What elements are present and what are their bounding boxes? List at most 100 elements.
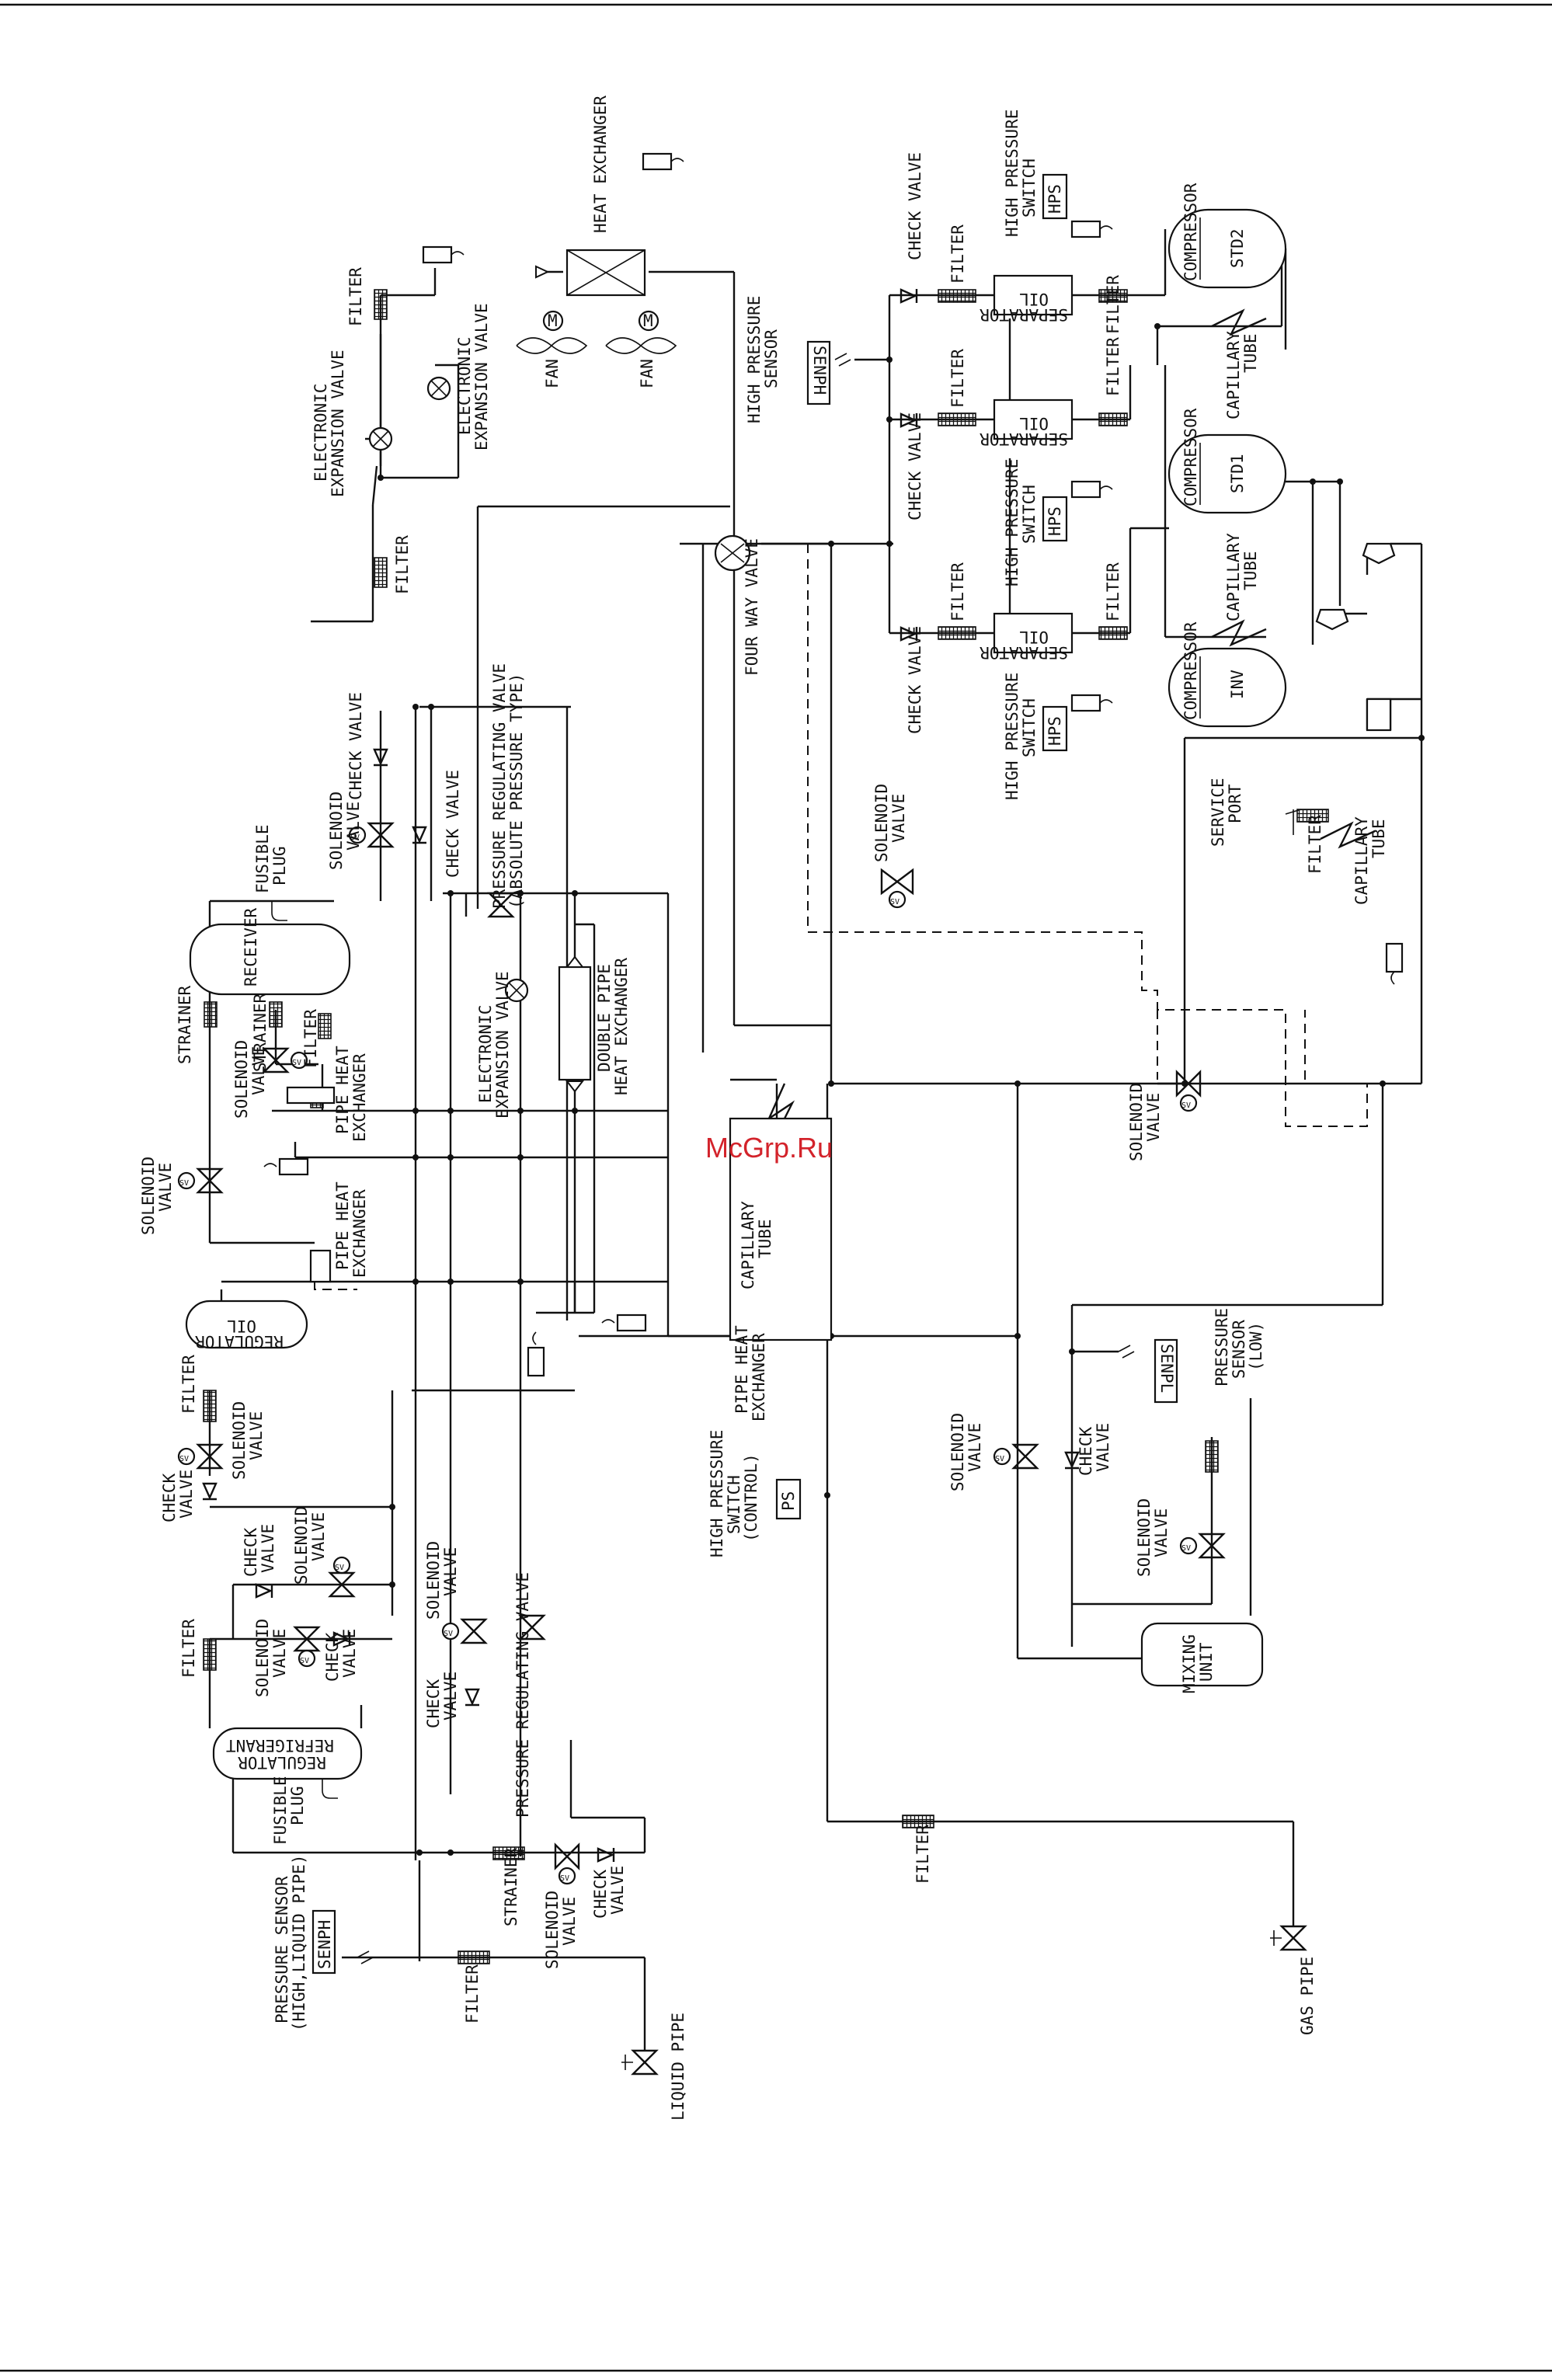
- lbl-eev-b2: EXPANSION VALVE: [472, 303, 491, 451]
- lbl-sol-b1-2: VALVE: [309, 1512, 328, 1561]
- lbl-check-valve-top: CHECK VALVE: [906, 152, 924, 260]
- ps-tag: PS: [779, 1491, 798, 1511]
- compressor-std2-label: COMPRESSOR: [1181, 183, 1200, 281]
- lbl-cv-mid2-1: CHECK: [424, 1679, 443, 1728]
- sv-tag-5: SV: [179, 1179, 189, 1188]
- lbl-sol-mx2-2: VALVE: [1152, 1508, 1171, 1557]
- compressor-std2-id: STD2: [1228, 228, 1247, 268]
- fan-left-label: FAN: [543, 359, 562, 388]
- lbl-sol-b2-1: SOLENOID: [253, 1619, 272, 1697]
- heat-exchanger: [535, 249, 646, 297]
- hps-std2-tag: HPS: [1046, 184, 1064, 214]
- lbl-hp-sensor-1: HIGH PRESSURE: [745, 296, 764, 423]
- check-valves: [202, 288, 1080, 1863]
- fan-left: [516, 310, 588, 354]
- lbl-strainer-3: STRAINER: [502, 1847, 520, 1926]
- lbl-sol-lp-1: SOLENOID: [543, 1891, 562, 1969]
- lbl-filter-2: FILTER: [393, 535, 412, 594]
- sv-tag-3: SV: [350, 833, 360, 842]
- lbl-ref-reg-2: REGULATOR: [238, 1753, 326, 1772]
- lbl-cv-left-2: CHECK VALVE: [444, 770, 462, 878]
- lbl-hps-std1-1: HIGH PRESSURE: [1003, 459, 1021, 586]
- lbl-hps-ctrl-1: HIGH PRESSURE: [708, 1430, 726, 1557]
- lbl-cap-4a: CAPILLARY: [739, 1201, 757, 1289]
- solenoid-valves: [177, 822, 1226, 1885]
- lbl-cv-lp-1: CHECK: [591, 1869, 610, 1919]
- lbl-cap-2a: CAPILLARY: [1224, 533, 1243, 621]
- lbl-receiver: RECEIVER: [242, 907, 260, 986]
- lbl-cv-left-1: CHECK VALVE: [346, 692, 365, 800]
- lbl-cap-4b: TUBE: [756, 1219, 774, 1258]
- oil-sep-3-a: OIL: [1019, 628, 1049, 646]
- lbl-service-1: SERVICE: [1209, 778, 1227, 847]
- fusible-plugs: [271, 901, 338, 1799]
- lbl-filter-or: FILTER: [179, 1355, 198, 1414]
- lbl-hp-sensor-2: SENSOR: [762, 329, 781, 388]
- lbl-oil-reg-1: OIL: [227, 1317, 256, 1335]
- thermistor-sensors: [263, 152, 1404, 1377]
- lbl-sol-mid2-1: SOLENOID: [424, 1541, 443, 1620]
- lbl-sol-mid-1: SOLENOID: [1127, 1083, 1146, 1161]
- stop-valves: [621, 1925, 1307, 2076]
- oil-sep-2-b: SEPARATOR: [980, 430, 1068, 448]
- lbl-eev-a2: EXPANSION VALVE: [329, 350, 347, 497]
- lbl-phe-3b: EXCHANGER: [750, 1333, 768, 1421]
- lbl-filter-sep1: FILTER: [948, 224, 967, 284]
- compressor-std1-label: COMPRESSOR: [1181, 408, 1200, 506]
- lbl-hps-ctrl-3: (CONTROL): [742, 1453, 760, 1542]
- lbl-phe-3a: PIPE HEAT: [733, 1325, 751, 1414]
- lbl-filter-rec: FILTER: [301, 1009, 320, 1068]
- lbl-dphe-1: DOUBLE PIPE: [595, 964, 614, 1072]
- lbl-sol-mx-2: VALVE: [966, 1423, 984, 1472]
- lbl-cv-b2-1: CHECK: [323, 1632, 342, 1682]
- lbl-check-valve-3: CHECK VALVE: [906, 626, 924, 734]
- lbl-sol-b2-2: VALVE: [270, 1629, 289, 1678]
- lbl-filter-sp: FILTER: [1306, 815, 1324, 874]
- sv-tag-4: SV: [292, 1059, 301, 1067]
- lbl-sol-top-2: VALVE: [889, 794, 908, 843]
- lbl-filter-sep3b: FILTER: [1104, 562, 1122, 621]
- lbl-liquid-pipe: LIQUID PIPE: [669, 2013, 687, 2121]
- lbl-sol-or-2: VALVE: [247, 1411, 266, 1460]
- lbl-ref-reg-1: REFRIGERANT: [226, 1736, 334, 1755]
- lbl-cv-lp-2: VALVE: [608, 1866, 627, 1915]
- lbl-cv-mx-1: CHECK: [1077, 1426, 1095, 1476]
- lbl-prv-1: PRESSURE REGULATING VALVE: [490, 663, 509, 909]
- lbl-sol-mid2-2: VALVE: [441, 1547, 460, 1596]
- lbl-dphe-2: HEAT EXCHANGER: [612, 958, 631, 1095]
- sv-tag-8: SV: [300, 1657, 309, 1665]
- lbl-eev-b1: ELECTRONIC: [455, 337, 474, 435]
- lbl-filter-sep2b: FILTER: [1104, 337, 1122, 396]
- lbl-hps-std1-2: SWITCH: [1020, 485, 1039, 544]
- lbl-fusible-2: PLUG: [270, 846, 289, 886]
- lbl-sol-mx-1: SOLENOID: [948, 1413, 967, 1491]
- lbl-cap-1b: TUBE: [1241, 333, 1260, 373]
- lbl-sol-lp-2: VALVE: [560, 1897, 579, 1946]
- lbl-strainer-1: STRAINER: [176, 985, 194, 1064]
- pressure-switch-boxes: [311, 173, 1178, 1975]
- compressor-inv-label: COMPRESSOR: [1181, 621, 1200, 720]
- lbl-hps-std2-1: HIGH PRESSURE: [1003, 110, 1021, 237]
- lbl-sol-left-1: SOLENOID: [327, 792, 346, 870]
- lbl-strainer-2: STRAINER: [251, 993, 270, 1072]
- lbl-filter-b: FILTER: [179, 1619, 198, 1678]
- lbl-sol-ll-2: VALVE: [156, 1163, 175, 1212]
- dashed-lines: [314, 544, 1368, 1290]
- senph-liquid-tag: SENPH: [315, 1920, 334, 1969]
- lbl-cv-mid2-2: VALVE: [441, 1672, 460, 1721]
- sv-tag-11: SV: [995, 1455, 1004, 1463]
- lbl-cap-3a: CAPILLARY: [1352, 816, 1371, 905]
- oil-sep-1-b: SEPARATOR: [980, 305, 1068, 324]
- lbl-prv-2: (ABSOLUTE PRESSURE TYPE): [507, 673, 526, 909]
- lbl-hps-std2-2: SWITCH: [1020, 158, 1039, 217]
- lbl-sol-top-1: SOLENOID: [872, 784, 891, 862]
- fan-right-label: FAN: [638, 359, 656, 388]
- lbl-hps-ctrl-2: SWITCH: [725, 1475, 743, 1534]
- fan-motor-right: M: [643, 311, 653, 330]
- lbl-phe-2a: PIPE HEAT: [333, 1181, 352, 1270]
- lbl-cv-mx-2: VALVE: [1094, 1423, 1112, 1472]
- oil-sep-3-b: SEPARATOR: [980, 643, 1068, 662]
- heat-exchanger-label: HEAT EXCHANGER: [591, 96, 610, 233]
- lbl-sol-mx2-1: SOLENOID: [1135, 1498, 1154, 1577]
